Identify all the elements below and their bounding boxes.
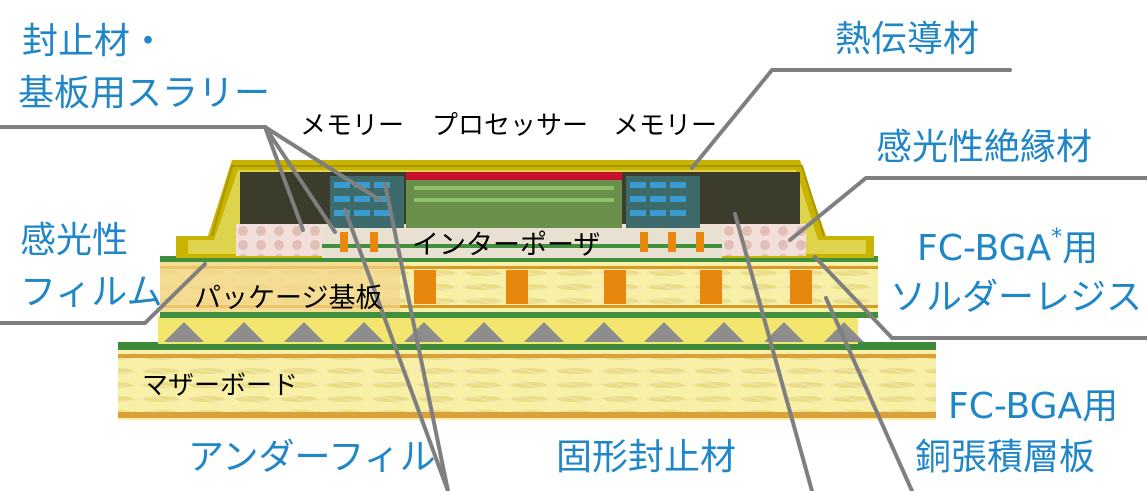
leader-underfill-b	[383, 182, 450, 491]
leader-underfill	[343, 208, 450, 491]
label-interposer: インターポーザ	[412, 230, 601, 261]
label-fcbga-sr-star: *	[1051, 225, 1063, 250]
processor-die	[406, 172, 622, 228]
motherboard	[118, 342, 936, 420]
leader-sealant-b	[263, 125, 305, 232]
label-fcbga-ccl-2: 銅張積層板	[915, 437, 1096, 478]
label-slurry: 基板用スラリー	[18, 73, 271, 114]
label-sealant: 封止材・	[22, 21, 167, 62]
bga-solder-balls	[158, 316, 864, 344]
label-memory-right: メモリー	[613, 111, 718, 141]
label-photo-film-2: フィルム	[20, 272, 163, 313]
label-photo-insulator: 感光性絶縁材	[876, 127, 1093, 168]
label-tim: 熱伝導材	[835, 19, 980, 60]
memory-stack-right	[626, 176, 700, 228]
leader-fcbga-ccl	[824, 296, 914, 491]
leader-tim	[690, 68, 1012, 170]
interposer	[322, 226, 722, 258]
label-underfill: アンダーフィル	[188, 437, 436, 478]
label-fcbga-ccl-1: FC-BGA用	[948, 386, 1119, 427]
label-photo-film-1: 感光性	[20, 220, 129, 261]
leader-lines	[0, 68, 1147, 491]
label-fcbga-sr-base: FC-BGA	[917, 228, 1052, 269]
label-memory-left: メモリー	[300, 111, 405, 141]
label-package-substrate: パッケージ基板	[194, 283, 383, 314]
leader-solid-encap	[733, 212, 814, 491]
label-processor: プロセッサー	[432, 111, 589, 141]
leader-photo-insulator	[788, 176, 1147, 242]
leader-photo-film	[0, 262, 207, 325]
leader-sealant-c	[263, 125, 382, 202]
label-fcbga-sr-1: FC-BGA*用	[917, 227, 1099, 269]
label-fcbga-sr-2: ソルダーレジスト	[890, 277, 1147, 318]
leader-fcbga-sr	[813, 255, 1147, 340]
label-solid-encap: 固形封止材	[556, 437, 737, 478]
label-fcbga-sr-use: 用	[1062, 228, 1099, 269]
package-substrate	[160, 256, 878, 318]
label-motherboard: マザーボード	[142, 371, 299, 401]
